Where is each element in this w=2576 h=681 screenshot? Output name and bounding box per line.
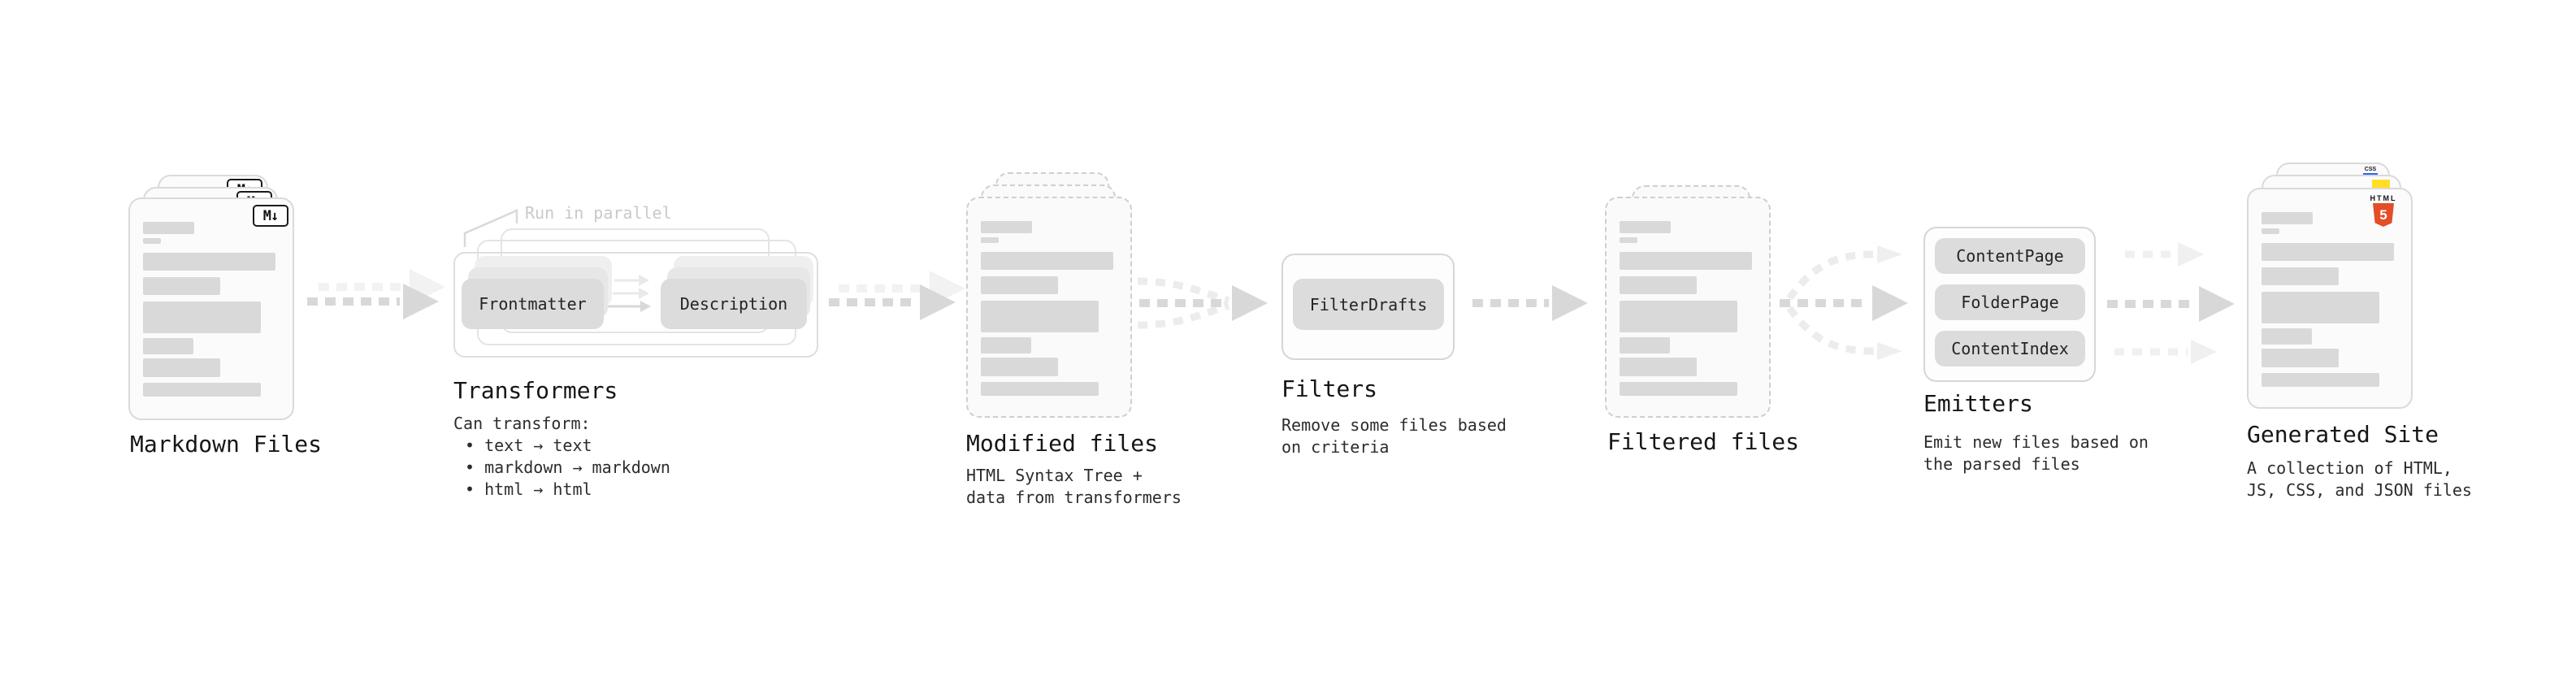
skeleton-text-bar: [2262, 349, 2339, 367]
arrow-frontmatter-to-description: [608, 275, 651, 312]
skeleton-text-bar: [1620, 358, 1697, 376]
can-transform-title: Can transform:: [453, 414, 591, 433]
arrow-transformers-to-modified: [829, 271, 965, 320]
skeleton-text-bar: [981, 237, 999, 243]
skeleton-text-bar: [1620, 382, 1737, 396]
skeleton-text-bar: [143, 253, 275, 271]
css-icon-bar: [2363, 173, 2378, 176]
html5-icon-text: HTML: [2370, 194, 2397, 202]
modified-files-label: Modified files: [966, 430, 1159, 457]
skeleton-text-bar: [2262, 328, 2312, 345]
js-icon: [2372, 180, 2390, 190]
transformers-label: Transformers: [453, 377, 618, 404]
arrow-markdown-to-transformers: [307, 269, 445, 319]
arrow-filters-to-filtered: [1472, 285, 1588, 321]
skeleton-text-bar: [981, 252, 1113, 270]
filters-description: Remove some files based on criteria: [1281, 415, 1507, 457]
skeleton-text-bar: [1620, 252, 1752, 270]
markdown-files-label: Markdown Files: [130, 431, 323, 458]
skeleton-text-bar: [2262, 228, 2279, 234]
emitters-label: Emitters: [1923, 390, 2033, 417]
markdown-icon: M↓: [253, 205, 288, 227]
description-chip: Description: [661, 279, 807, 329]
contentpage-chip: ContentPage: [1935, 238, 2085, 274]
skeleton-text-bar: [143, 277, 220, 295]
html5-icon-shield: 5: [2373, 203, 2394, 227]
filters-label: Filters: [1281, 375, 1378, 402]
skeleton-text-bar: [981, 337, 1031, 354]
skeleton-text-bar: [2262, 243, 2394, 261]
skeleton-text-bar: [981, 358, 1058, 376]
html5-icon-number: 5: [2379, 206, 2387, 223]
skeleton-text-bar: [1620, 221, 1671, 233]
callout-connector-line: [463, 209, 518, 247]
html5-icon: HTML 5: [2364, 194, 2403, 227]
transform-bullet: • text → text: [465, 436, 592, 455]
arrow-filtered-to-emitters: [1780, 245, 1908, 360]
skeleton-text-bar: [1620, 237, 1637, 243]
modified-files-description: HTML Syntax Tree + data from transformer…: [966, 466, 1182, 507]
skeleton-text-bar: [143, 358, 220, 377]
transformer-layer-front: [453, 252, 818, 358]
generated-site-label: Generated Site: [2247, 421, 2439, 448]
folderpage-chip: FolderPage: [1935, 284, 2085, 320]
filterdrafts-chip: FilterDrafts: [1293, 279, 1444, 330]
skeleton-text-bar: [143, 238, 161, 244]
skeleton-text-bar: [1620, 276, 1697, 294]
css-icon: CSS: [2362, 167, 2379, 176]
skeleton-text-bar: [1620, 337, 1670, 354]
skeleton-text-bar: [143, 222, 194, 234]
skeleton-text-bar: [1620, 301, 1737, 332]
arrow-modified-to-filters: [1137, 277, 1268, 329]
skeleton-text-bar: [143, 383, 261, 397]
skeleton-text-bar: [143, 338, 193, 354]
skeleton-text-bar: [2262, 292, 2379, 323]
skeleton-text-bar: [981, 382, 1099, 396]
skeleton-text-bar: [981, 276, 1058, 294]
skeleton-text-bar: [981, 221, 1032, 233]
css-icon-text: CSS: [2364, 167, 2377, 172]
skeleton-text-bar: [981, 301, 1099, 332]
frontmatter-chip: Frontmatter: [462, 279, 604, 329]
arrow-emitters-to-generated: [2107, 242, 2235, 364]
transform-bullet: • markdown → markdown: [465, 458, 670, 477]
skeleton-text-bar: [143, 301, 261, 333]
skeleton-text-bar: [2262, 267, 2339, 285]
skeleton-text-bar: [2262, 212, 2313, 224]
run-in-parallel-label: Run in parallel: [525, 203, 672, 223]
filtered-files-label: Filtered files: [1607, 428, 1800, 455]
skeleton-text-bar: [2262, 373, 2379, 387]
generated-site-description: A collection of HTML, JS, CSS, and JSON …: [2247, 458, 2472, 500]
contentindex-chip: ContentIndex: [1935, 331, 2085, 367]
transform-bullet: • html → html: [465, 479, 592, 499]
emitters-description: Emit new files based on the parsed files: [1923, 432, 2149, 474]
